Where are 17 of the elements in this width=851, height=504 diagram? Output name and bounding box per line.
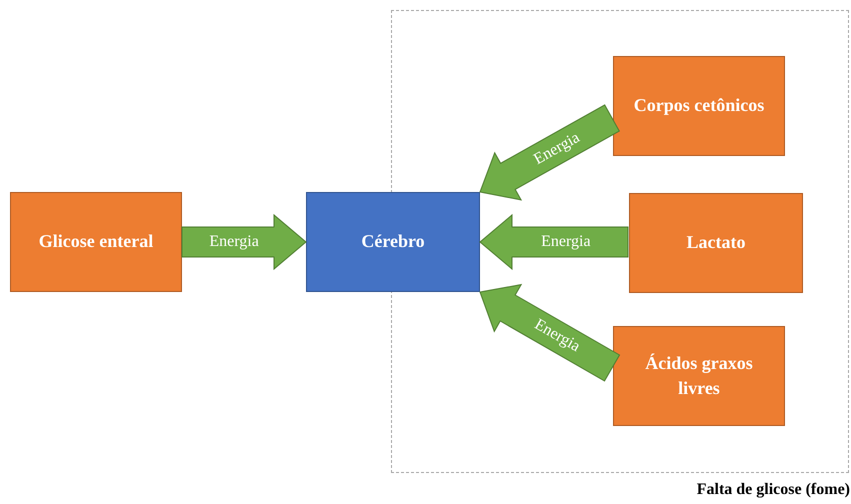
box-label: Corpos cetônicos (634, 94, 764, 118)
box-label: Glicose enteral (38, 230, 154, 254)
process-box (10, 192, 182, 292)
block-arrow (182, 214, 307, 270)
block-arrow (479, 214, 628, 270)
edge-label: Energia (541, 234, 591, 250)
process-box (306, 192, 480, 292)
edge-label: Energia (209, 234, 259, 250)
block-arrow (479, 104, 620, 201)
box-label: Lactato (686, 231, 746, 254)
box-label: Ácidos graxos livres (644, 352, 754, 400)
block-arrow (479, 284, 620, 382)
region-title: Falta de glicose (fome) (696, 480, 850, 500)
process-box (629, 193, 803, 293)
box-label: Cérebro (361, 230, 425, 254)
process-box (613, 56, 785, 156)
process-box (613, 326, 785, 426)
